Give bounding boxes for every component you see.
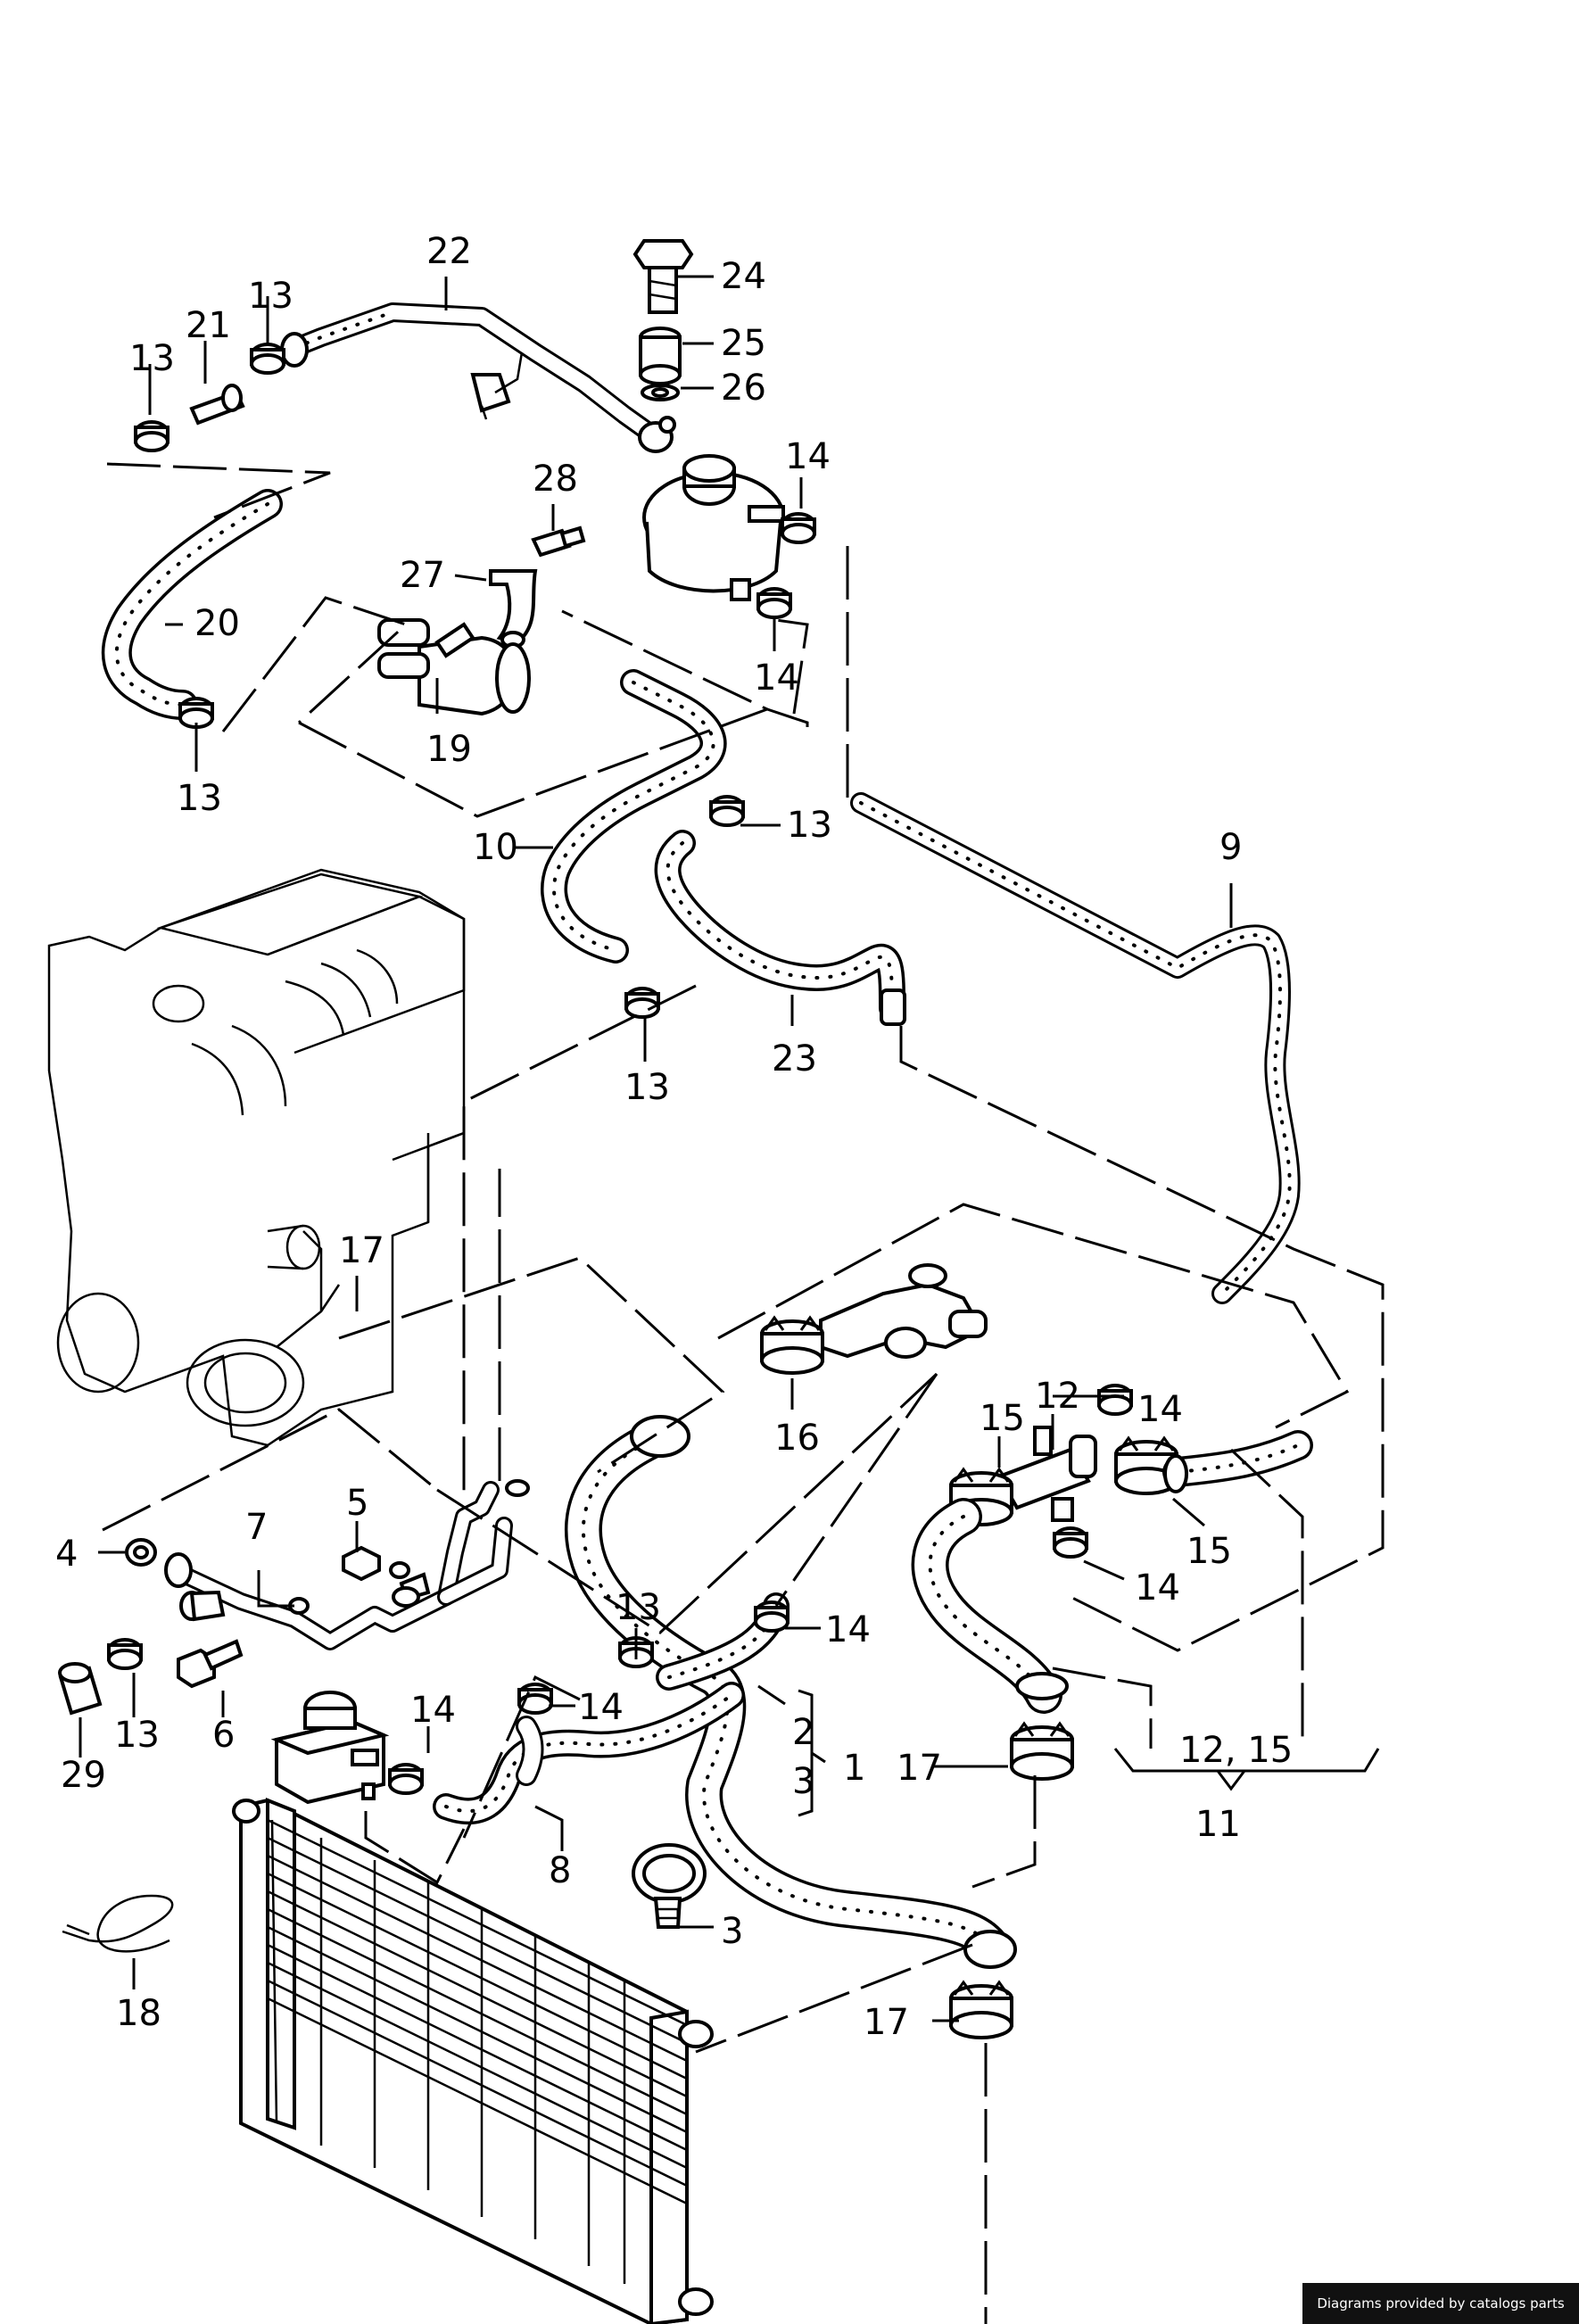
hose-clamp-16 [760,1316,824,1375]
hose-clamp-14 [754,1600,790,1633]
coolant-hose-2 [564,1415,1017,1969]
label-14: 14 [1135,1567,1180,1609]
coolant-pipe-7 [164,1479,530,1650]
hose-clamp-17 [949,1981,1013,2039]
washer-26 [641,384,680,401]
connector-21 [189,384,245,426]
label-17: 17 [897,1748,942,1789]
hose-clamp-13 [134,420,169,452]
label-8: 8 [549,1850,571,1891]
shutoff-valve-19 [377,618,531,716]
coolant-hose-lower-right [911,1498,1069,1714]
label-24: 24 [721,256,766,297]
coolant-hose-15 [1162,1430,1313,1493]
label-13: 13 [787,805,832,846]
label-14: 14 [578,1687,624,1728]
label-9: 9 [1219,827,1242,868]
bracket-27 [489,569,538,649]
label-12-15: 12, 15 [1179,1730,1293,1771]
coolant-hose-8 [433,1682,745,1824]
label-20: 20 [194,603,240,644]
leader-lines [79,275,1380,2022]
label-28: 28 [533,459,578,500]
label-12: 12 [1035,1376,1080,1417]
label-17: 17 [864,2002,909,2043]
metal-pipe-22 [280,302,676,453]
hose-clamp-14 [1053,1526,1088,1559]
label-25: 25 [721,323,766,364]
label-1: 1 [843,1748,865,1789]
label-15: 15 [1186,1531,1232,1572]
engine-block [47,868,466,1447]
label-26: 26 [721,368,766,409]
label-22: 22 [426,231,472,272]
banjo-bolt-24 [632,239,694,314]
hose-clamp-13 [624,987,660,1019]
label-13: 13 [177,778,222,819]
label-6: 6 [212,1715,235,1756]
label-16: 16 [774,1418,820,1459]
coolant-hose-20 [101,489,283,720]
sleeve-25 [639,327,682,385]
reference-lines [102,462,1385,2324]
hose-clamp-13 [107,1638,143,1670]
label-21: 21 [186,305,231,346]
bolt-6 [177,1639,244,1689]
three-way-connector-12 [996,1426,1097,1522]
o-ring-4-hole [133,1545,149,1559]
label-3: 3 [792,1761,814,1802]
label-29: 29 [61,1755,106,1796]
radiator [232,1798,714,2324]
coolant-hose-23 [654,830,906,1026]
hose-clamp-14 [517,1683,553,1715]
coolant-hose-9 [850,792,1301,1304]
label-23: 23 [772,1038,817,1079]
label-17: 17 [339,1230,384,1271]
label-10: 10 [473,827,518,868]
label-5: 5 [346,1483,368,1524]
label-7: 7 [245,1507,268,1548]
screw-28 [531,525,586,558]
hose-clamp-14 [781,512,816,544]
label-13: 13 [248,276,293,317]
label-13: 13 [624,1067,670,1108]
cable-tie-18 [62,1894,174,1953]
reservoir-tank [270,1691,390,1805]
expansion-tank [642,454,785,601]
label-11: 11 [1195,1804,1241,1845]
label-14: 14 [410,1690,456,1731]
coolant-flange-16 [819,1263,988,1359]
label-18: 18 [116,1993,161,2034]
label-4: 4 [55,1534,78,1575]
hose-clamp-13 [250,343,285,375]
part-labels: 22 13 21 13 24 25 26 28 14 27 20 14 19 1… [55,231,1293,2043]
label-13: 13 [129,338,175,379]
hose-clamp-17 [1010,1722,1074,1781]
hose-clamp-14 [1097,1384,1133,1416]
bolt-upper-6 [179,1590,226,1622]
label-15: 15 [980,1398,1025,1439]
nut-5 [342,1545,410,1582]
label-13: 13 [616,1587,661,1628]
label-14: 14 [754,658,799,699]
label-14: 14 [825,1609,871,1650]
hose-clamp-14 [388,1763,424,1795]
label-27: 27 [400,555,445,596]
label-19: 19 [426,729,472,770]
hose-clamp-14 [756,587,792,619]
sleeve-29 [58,1662,103,1716]
hose-clamp-13 [709,795,745,827]
label-13: 13 [114,1715,160,1756]
label-3: 3 [721,1911,743,1952]
label-14: 14 [785,436,831,477]
diagram-credit-footer: Diagrams provided by catalogs parts [1302,2283,1579,2324]
label-2: 2 [792,1712,814,1753]
coolant-hose-10 [541,669,727,964]
hose-clamp-3 [632,1843,707,1929]
label-14: 14 [1137,1389,1183,1430]
